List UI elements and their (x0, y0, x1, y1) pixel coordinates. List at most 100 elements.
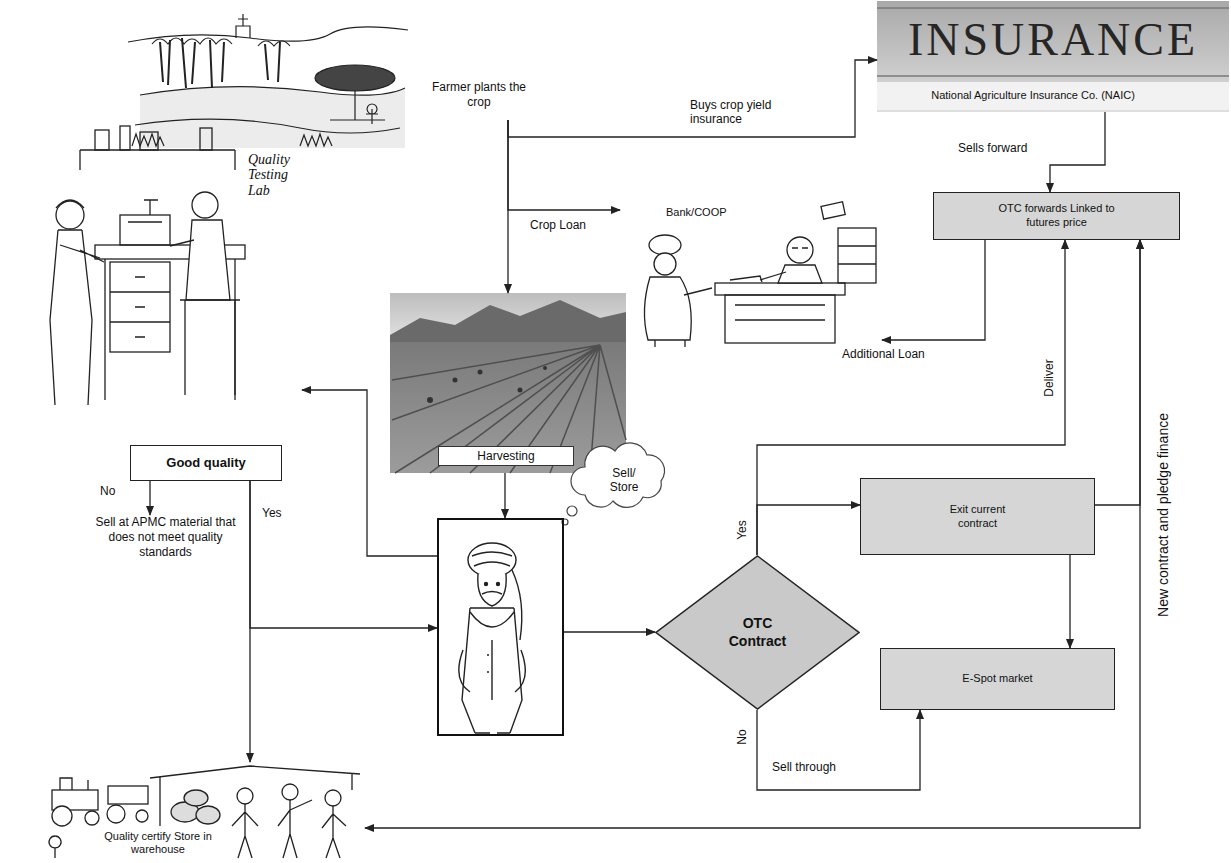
harvest-photo (478, 370, 483, 375)
thought-bubble (562, 443, 665, 525)
lab-sketch (50, 126, 245, 405)
farmer-sketch (482, 592, 502, 595)
decision-box: Good quality (130, 445, 282, 481)
farmer-sketch (468, 543, 516, 577)
warehouse-sketch (282, 784, 298, 800)
bank-sketch: Bank/COOP (620, 200, 882, 348)
diamond-outline (656, 556, 859, 709)
lab-sketch (110, 262, 170, 352)
farmer-figure: Sell/ Store (437, 518, 564, 736)
edge-label: Yes (262, 506, 282, 520)
connector-arrow (365, 240, 1140, 828)
connector-arrow (504, 473, 505, 518)
farmer-sketch (485, 583, 488, 586)
bank-sketch (655, 288, 712, 347)
process-box: OTC forwards Linked to futures price (933, 192, 1180, 240)
village-sketch (132, 134, 332, 146)
edge-label: No (100, 484, 115, 498)
lab-sketch (50, 230, 104, 405)
bank-sketch (725, 295, 835, 343)
thought-bubble (567, 506, 577, 516)
lab-sketch (170, 240, 194, 246)
caption-text: National Agriculture Insurance Co. (NAIC… (883, 89, 1183, 103)
lab-sketch (200, 128, 212, 150)
farmer-sketch (459, 543, 525, 733)
diamond-text: OTC Contract (718, 615, 798, 650)
process-box: E-Spot market (880, 648, 1115, 710)
village-sketch (330, 91, 385, 120)
farmer-sketch (478, 574, 506, 606)
lab-sketch (120, 215, 170, 245)
insurer-photo: INSURANCE National Agriculture Insurance … (877, 1, 1229, 112)
warehouse-sketch (49, 836, 61, 858)
connector-arrow (1050, 112, 1105, 192)
connector-arrow (507, 120, 508, 293)
warehouse-sketch (52, 806, 72, 826)
harvest-photo (390, 293, 626, 473)
warehouse-sketch (232, 804, 258, 858)
bank-sketch (730, 276, 762, 282)
warehouse-sketch (325, 790, 341, 806)
village-sketch (140, 87, 405, 148)
lab-sketch (110, 277, 170, 337)
bank-sketch (838, 228, 876, 283)
lab-sketch (140, 132, 158, 150)
photo-inscription: INSURANCE (885, 15, 1221, 66)
bank-sketch (838, 246, 876, 264)
lab-sketch (95, 130, 109, 150)
connector-arrow (149, 481, 150, 515)
harvest-photo (543, 366, 547, 370)
bank-sketch (735, 305, 825, 320)
connector-arrow (1095, 240, 1140, 505)
warehouse-sketch (196, 806, 220, 824)
village-sketch (128, 14, 408, 148)
warehouse-sketch (49, 766, 360, 858)
village-sketch (128, 27, 408, 42)
bank-sketch (792, 247, 808, 248)
caption-text: Quality certify Store in warehouse (102, 830, 214, 856)
harvest-photo (453, 378, 458, 383)
harvest-photo (427, 397, 433, 403)
village-sketch (366, 104, 378, 124)
farmer-sketch (472, 552, 512, 566)
warehouse-sketch (85, 811, 99, 825)
connector-arrow (564, 631, 655, 632)
box-text: Exit current contract (938, 503, 1018, 531)
village-sketch (135, 119, 400, 133)
bank-sketch (778, 265, 822, 283)
insurance-photo (877, 1, 1229, 112)
edge-label: Buys crop yield insurance (690, 98, 800, 126)
warehouse-sketch (237, 788, 253, 804)
edge-label: Crop Loan (530, 218, 586, 232)
bank-sketch (654, 253, 676, 275)
box-text: E-Spot market (962, 672, 1032, 686)
branch-label: No (735, 729, 749, 744)
connector-arrow (1069, 555, 1070, 648)
bank-sketch (821, 202, 845, 219)
connector-arrow (302, 390, 437, 556)
edge-label: Deliver (1042, 359, 1056, 396)
caption-text: Bank/COOP (666, 206, 727, 220)
connector-arrow (508, 60, 877, 137)
step-label: Farmer plants the crop (429, 80, 529, 110)
bank-sketch (649, 235, 681, 255)
connector-arrow (250, 481, 437, 628)
edge-label: Additional Loan (842, 347, 925, 361)
warehouse-sketch (322, 806, 346, 858)
thought-bubble (571, 443, 665, 507)
step-text: Farmer plants the crop (429, 80, 529, 120)
warehouse-sketch (150, 766, 360, 826)
lab-sketch: Quality Testing Lab (40, 112, 302, 412)
farmer-sketch (470, 612, 514, 627)
warehouse-sketch (136, 810, 148, 822)
edge-label: New contract and pledge finance (1155, 413, 1171, 617)
farmer-sketch (462, 608, 522, 733)
farmer-sketch (512, 570, 522, 640)
bank-sketch (760, 272, 786, 280)
edge-label: Sell through (772, 760, 836, 774)
insurance-photo (877, 82, 1229, 110)
decision-diamond: OTC Contract (655, 555, 860, 710)
